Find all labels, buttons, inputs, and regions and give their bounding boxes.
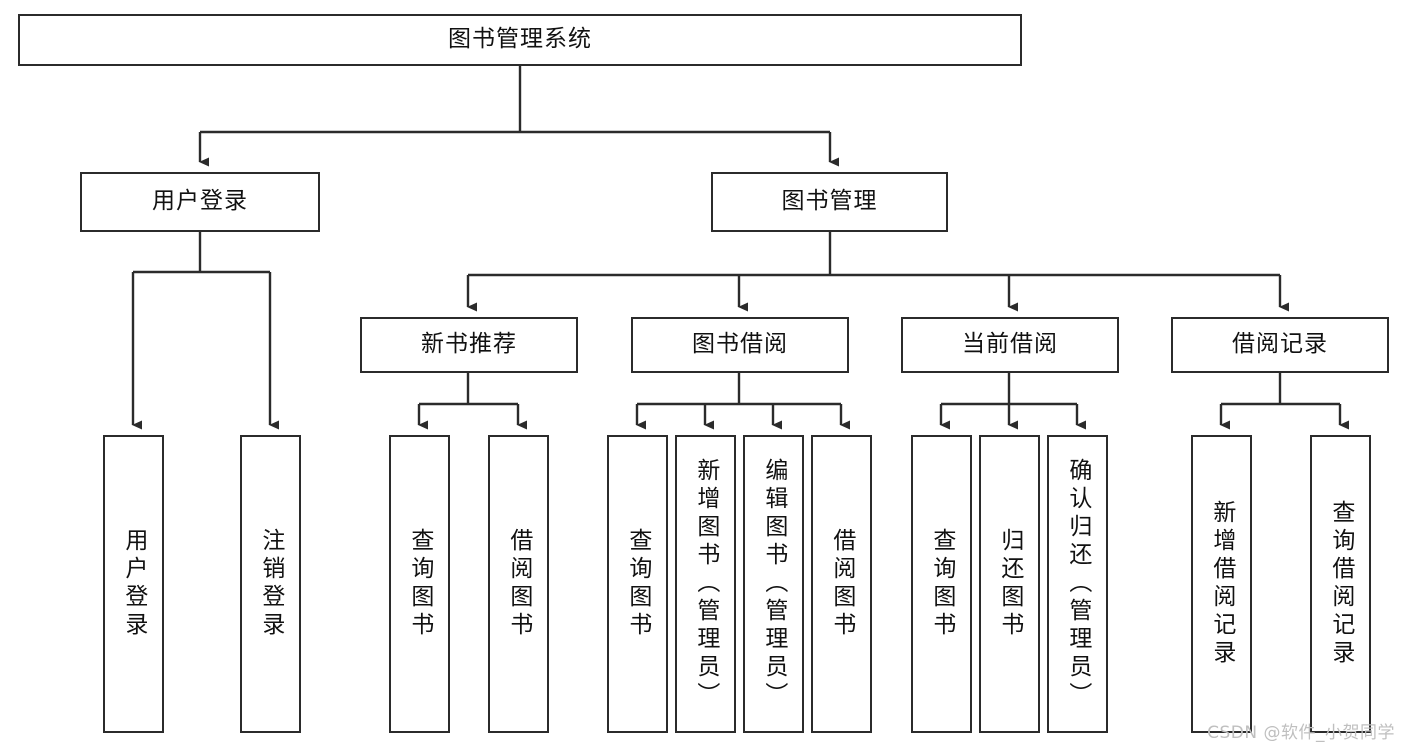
node-leaf-query-book-c-label: 查询图书 — [928, 528, 955, 640]
node-leaf-query-book-a-label: 查询图书 — [406, 528, 433, 640]
node-leaf-query-record-label: 查询借阅记录 — [1327, 500, 1354, 668]
node-book-manage[interactable]: 图书管理 — [711, 172, 948, 232]
node-leaf-user-login[interactable]: 用户登录 — [103, 435, 164, 733]
node-leaf-user-login-label: 用户登录 — [120, 528, 147, 640]
node-leaf-query-book-b-label: 查询图书 — [624, 528, 651, 640]
node-leaf-confirm-return-label: 确认归还（管理员） — [1064, 458, 1091, 710]
node-book-borrow-label: 图书借阅 — [692, 331, 788, 358]
node-leaf-borrow-book-a-label: 借阅图书 — [505, 528, 532, 640]
node-borrow-record[interactable]: 借阅记录 — [1171, 317, 1389, 373]
node-borrow-record-label: 借阅记录 — [1232, 331, 1328, 358]
node-leaf-logout[interactable]: 注销登录 — [240, 435, 301, 733]
node-user-login-label: 用户登录 — [152, 188, 248, 215]
node-leaf-add-record[interactable]: 新增借阅记录 — [1191, 435, 1252, 733]
node-leaf-edit-book[interactable]: 编辑图书（管理员） — [743, 435, 804, 733]
node-leaf-query-book-c[interactable]: 查询图书 — [911, 435, 972, 733]
node-leaf-edit-book-label: 编辑图书（管理员） — [760, 458, 787, 710]
node-book-borrow[interactable]: 图书借阅 — [631, 317, 849, 373]
node-leaf-confirm-return[interactable]: 确认归还（管理员） — [1047, 435, 1108, 733]
node-leaf-borrow-book-b-label: 借阅图书 — [828, 528, 855, 640]
node-leaf-add-book[interactable]: 新增图书（管理员） — [675, 435, 736, 733]
node-leaf-query-record[interactable]: 查询借阅记录 — [1310, 435, 1371, 733]
node-leaf-logout-label: 注销登录 — [257, 528, 284, 640]
node-new-book-rec-label: 新书推荐 — [421, 331, 517, 358]
node-root-label: 图书管理系统 — [448, 26, 592, 53]
node-leaf-query-book-a[interactable]: 查询图书 — [389, 435, 450, 733]
csdn-watermark: CSDN @软件_小贺同学 — [1207, 723, 1395, 743]
node-leaf-query-book-b[interactable]: 查询图书 — [607, 435, 668, 733]
node-leaf-borrow-book-a[interactable]: 借阅图书 — [488, 435, 549, 733]
node-leaf-return-book-label: 归还图书 — [996, 528, 1023, 640]
node-leaf-borrow-book-b[interactable]: 借阅图书 — [811, 435, 872, 733]
node-leaf-add-book-label: 新增图书（管理员） — [692, 458, 719, 710]
node-new-book-rec[interactable]: 新书推荐 — [360, 317, 578, 373]
node-book-manage-label: 图书管理 — [781, 188, 878, 215]
node-leaf-return-book[interactable]: 归还图书 — [979, 435, 1040, 733]
node-current-borrow-label: 当前借阅 — [962, 331, 1058, 358]
node-current-borrow[interactable]: 当前借阅 — [901, 317, 1119, 373]
node-leaf-add-record-label: 新增借阅记录 — [1208, 500, 1235, 668]
node-root[interactable]: 图书管理系统 — [18, 14, 1022, 66]
node-user-login[interactable]: 用户登录 — [80, 172, 320, 232]
